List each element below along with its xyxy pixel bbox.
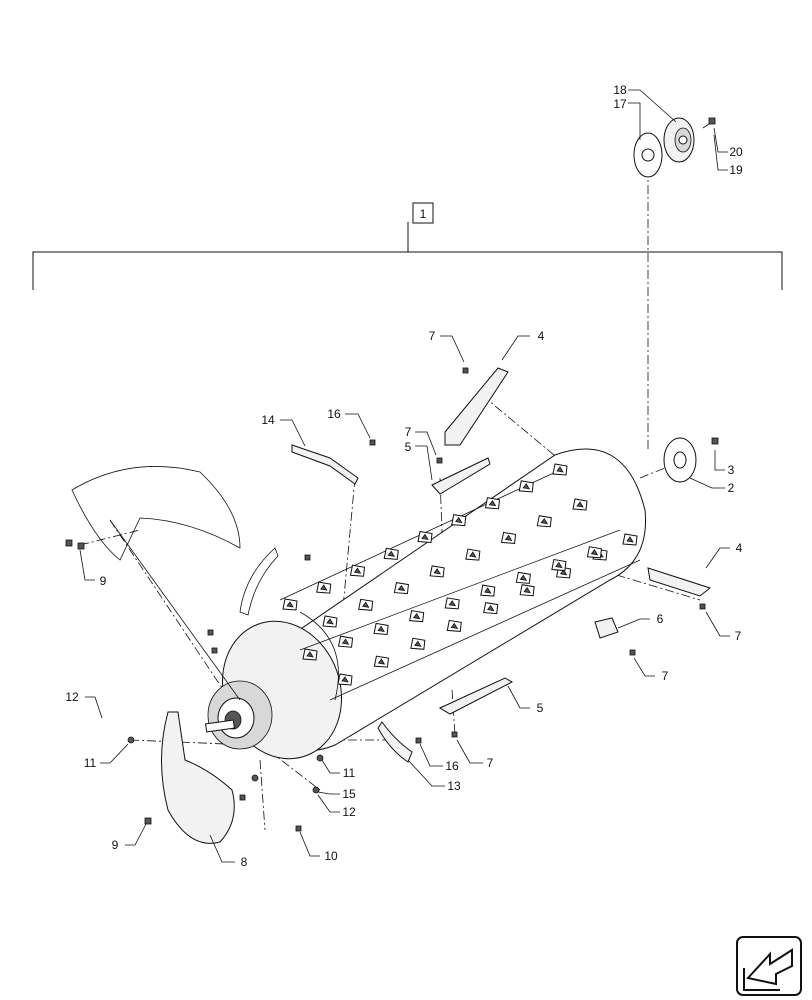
callout-12-b: 12 [342, 805, 356, 819]
callout-9-b: 9 [112, 838, 119, 852]
knife-slot [320, 584, 328, 591]
knife-slot [455, 516, 463, 524]
leader-lines [79, 89, 730, 863]
knives [282, 463, 638, 686]
curved-segment [207, 547, 311, 654]
knife-slot [387, 550, 396, 557]
knife-slot [412, 612, 421, 620]
knife-slot [306, 651, 314, 658]
knife-slot [469, 551, 477, 558]
part-13 [377, 721, 422, 763]
callout-5-a: 5 [405, 440, 412, 454]
callout-12-a: 12 [65, 690, 79, 704]
small-fasteners [127, 736, 324, 832]
knife-slot [448, 600, 457, 607]
knife-slot [450, 622, 459, 629]
assembly-number: 1 [420, 207, 427, 221]
callout-2: 2 [728, 481, 735, 495]
knife-slot [556, 466, 564, 473]
callout-7-d: 7 [662, 669, 669, 683]
knife-slot [519, 574, 528, 581]
knife-slot [414, 640, 422, 647]
callout-13: 13 [447, 779, 461, 793]
callout-7-a: 7 [429, 329, 436, 343]
plate-5-lower [438, 677, 514, 738]
callout-9-a: 9 [100, 574, 107, 588]
callout-14: 14 [261, 413, 275, 427]
callout-11-a: 11 [84, 756, 97, 770]
callout-16-a: 16 [327, 407, 341, 421]
knife-slot [397, 584, 406, 592]
knife-slot [377, 625, 385, 632]
plate-5-upper [431, 457, 491, 495]
callout-17: 17 [613, 97, 627, 111]
knife-slot [341, 638, 350, 645]
bearing-flange-group [633, 117, 716, 178]
callout-8: 8 [241, 855, 248, 869]
knife-slot [540, 517, 549, 525]
knife-slot [353, 567, 362, 574]
knife-slot [504, 534, 513, 541]
callout-11-b: 11 [343, 766, 356, 780]
rotor-drum [205, 448, 647, 760]
bolt-20 [708, 117, 716, 125]
knife-slot [486, 604, 495, 612]
knife-slot [590, 549, 599, 556]
guard-plate-upper [65, 466, 241, 701]
knife-slot [555, 561, 563, 569]
callout-3: 3 [728, 463, 735, 477]
knife-slot [361, 601, 370, 608]
shield-4-upper [444, 367, 509, 446]
part-6 [594, 617, 636, 656]
knife-slot [421, 533, 429, 541]
assembly-bracket: 1 [32, 202, 783, 290]
shield-4-right [647, 567, 712, 610]
callout-18: 18 [613, 83, 627, 97]
shield-14 [291, 439, 376, 485]
callout-6: 6 [657, 612, 664, 626]
callout-20: 20 [729, 145, 743, 159]
knife-slot [341, 676, 349, 683]
knife-slot [286, 601, 294, 608]
callout-4-b: 4 [736, 541, 743, 555]
callout-16-b: 16 [445, 759, 459, 773]
knife-slot [326, 618, 334, 625]
callouts: 18 17 20 19 7 4 14 16 7 5 3 2 9 4 6 7 7 … [65, 83, 743, 869]
knife-slot [522, 483, 531, 490]
next-page-arrow-icon[interactable] [736, 936, 802, 996]
callout-7-c: 7 [735, 629, 742, 643]
knife-slot [559, 569, 568, 576]
knife-slot [488, 500, 497, 507]
knife-slot [523, 586, 531, 594]
callout-15: 15 [342, 787, 356, 801]
knife-slot [484, 587, 492, 594]
callout-7-e: 7 [487, 756, 494, 770]
callout-19: 19 [729, 163, 743, 177]
plate-2-group [663, 437, 719, 483]
knife-slot [576, 501, 584, 508]
callout-5-b: 5 [537, 701, 544, 715]
knife-slot [626, 536, 634, 543]
side-cover-8 [144, 711, 246, 844]
callout-10: 10 [324, 849, 338, 863]
knife-slot [377, 658, 386, 665]
knife-slot [433, 568, 441, 575]
callout-7-b: 7 [405, 425, 412, 439]
callout-4-a: 4 [538, 329, 545, 343]
